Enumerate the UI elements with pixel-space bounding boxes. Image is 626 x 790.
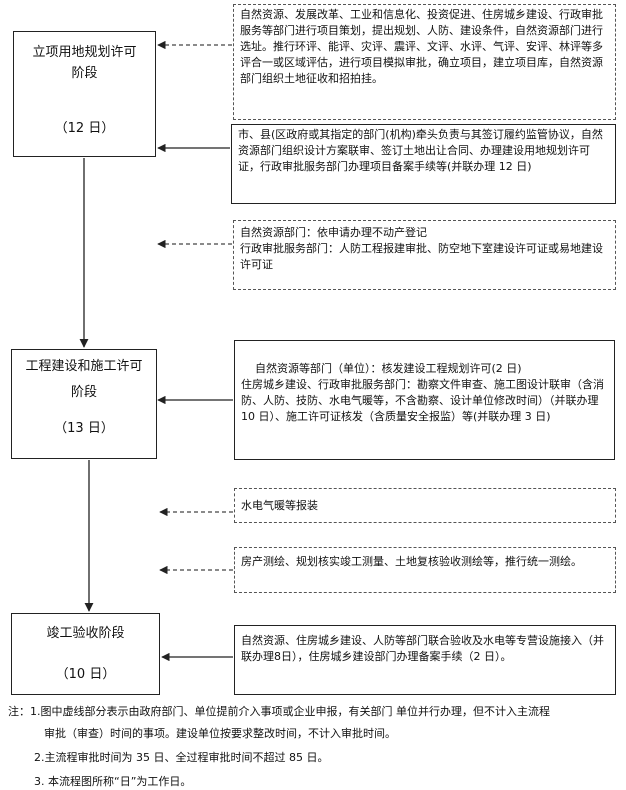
side-box-unified-surveying: 房产测绘、规划核实竣工测量、土地复核验收测绘等，推行统一测绘。 <box>234 547 616 593</box>
side-box-text: 自然资源部门：依申请办理不动产登记 <box>240 226 427 239</box>
stage-days: （10 日） <box>55 667 116 682</box>
stage-title: 工程建设和施工许可 <box>25 359 143 374</box>
side-box-text: 自然资源、发展改革、工业和信息化、投资促进、住房城乡建设、行政审批服务等部门进行… <box>240 8 603 85</box>
side-box-property-registration: 自然资源部门：依申请办理不动产登记 行政审批服务部门：人防工程报建审批、防空地下… <box>233 220 616 290</box>
stage-title: 阶段 <box>70 385 97 400</box>
side-box-utility-application: 水电气暖等报装 <box>234 488 616 523</box>
side-box-text: 市、县(区政府或其指定的部门(机构)牵头负责与其签订履约监管协议，自然资源部门组… <box>238 128 603 173</box>
side-box-land-contract: 市、县(区政府或其指定的部门(机构)牵头负责与其签订履约监管协议，自然资源部门组… <box>231 124 616 204</box>
stage-title: 立项用地规划许可 <box>32 45 137 60</box>
footnote-line: 2.主流程审批时间为 35 日、全过程审批时间不超过 85 日。 <box>34 751 329 764</box>
side-box-project-planning: 自然资源、发展改革、工业和信息化、投资促进、住房城乡建设、行政审批服务等部门进行… <box>233 4 616 120</box>
stage-title: 阶段 <box>71 66 98 81</box>
side-box-text: 自然资源、住房城乡建设、人防等部门联合验收及水电等专营设施接入（并联办理8日），… <box>241 634 604 663</box>
side-box-text: 行政审批服务部门：人防工程报建审批、防空地下室建设许可证或易地建设许可证 <box>240 242 603 271</box>
footnote-line: 3. 本流程图所称“日”为工作日。 <box>34 775 192 788</box>
stage-days: （13 日） <box>54 421 114 436</box>
stage-box-construction-permit: 工程建设和施工许可 阶段 （13 日） <box>11 349 157 459</box>
stage-box-completion-acceptance: 竣工验收阶段 （10 日） <box>11 613 160 695</box>
footnote-line: 审批（审查）时间的事项。建设单位按要求整改时间，不计入审批时间。 <box>44 727 396 740</box>
stage-days: （12 日） <box>54 121 115 136</box>
stage-box-land-planning: 立项用地规划许可 阶段 （12 日） <box>13 31 156 157</box>
side-box-planning-permit: 自然资源等部门（单位）：核发建设工程规划许可(2 日) 住房城乡建设、行政审批服… <box>234 340 615 460</box>
stage-title: 竣工验收阶段 <box>46 626 125 641</box>
side-box-text: 水电气暖等报装 <box>241 499 318 512</box>
side-box-text: 房产测绘、规划核实竣工测量、土地复核验收测绘等，推行统一测绘。 <box>241 555 582 568</box>
footnote-line: 注：1.图中虚线部分表示由政府部门、单位提前介入事项或企业申报，有关部门 单位并… <box>8 705 550 718</box>
side-box-text: 自然资源等部门（单位）：核发建设工程规划许可(2 日) 住房城乡建设、行政审批服… <box>241 362 604 423</box>
side-box-joint-acceptance: 自然资源、住房城乡建设、人防等部门联合验收及水电等专营设施接入（并联办理8日），… <box>234 625 616 695</box>
